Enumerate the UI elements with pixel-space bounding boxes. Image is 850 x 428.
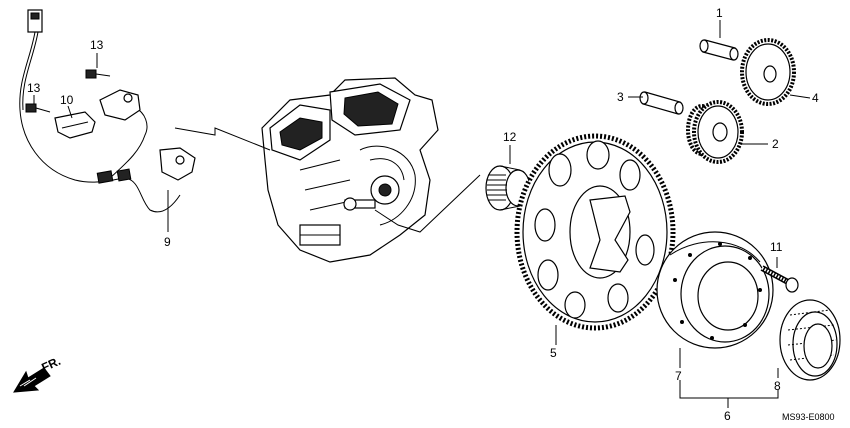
- label-part-11: 11: [770, 240, 783, 254]
- idle-gear-shaft-lower: [639, 91, 684, 115]
- label-part-5: 5: [550, 346, 557, 360]
- label-part-8: 8: [774, 379, 781, 393]
- one-way-clutch: [779, 299, 841, 381]
- bolt-13-left: [25, 103, 51, 113]
- pulse-generator-assembly: [19, 9, 196, 213]
- idle-gear-4: [740, 38, 796, 106]
- label-part-2: 2: [772, 137, 779, 151]
- label-part-3: 3: [617, 90, 624, 104]
- sensor-wire: [19, 31, 126, 183]
- label-part-4: 4: [812, 91, 819, 105]
- label-part-6: 6: [724, 409, 731, 423]
- needle-bearing: [485, 165, 531, 211]
- front-marker-text: FR.: [39, 354, 62, 375]
- label-part-13-left: 13: [27, 81, 41, 95]
- starter-clutch-outer: [656, 231, 774, 349]
- label-part-12: 12: [503, 130, 517, 144]
- idle-gear-2: [686, 100, 744, 164]
- label-part-13-upper: 13: [90, 38, 104, 52]
- drawing-code: MS93-E0800: [782, 412, 835, 422]
- starter-driven-gear: [514, 133, 676, 331]
- front-arrow-icon: [13, 367, 51, 393]
- engine-block: [261, 77, 439, 263]
- label-part-9: 9: [164, 235, 171, 249]
- upper-pulse-sensor: [99, 89, 141, 121]
- bolt-11: [760, 265, 799, 293]
- assembly-bracket-6: [679, 380, 779, 399]
- lower-pulse-sensor: [159, 147, 196, 181]
- label-part-10: 10: [60, 93, 74, 107]
- label-part-7: 7: [675, 369, 682, 383]
- idle-gear-shaft-upper: [699, 39, 739, 61]
- bolt-13-upper: [85, 69, 111, 79]
- label-part-1: 1: [716, 6, 723, 20]
- engine-leader-right: [374, 174, 481, 233]
- engine-leader-left: [174, 127, 271, 151]
